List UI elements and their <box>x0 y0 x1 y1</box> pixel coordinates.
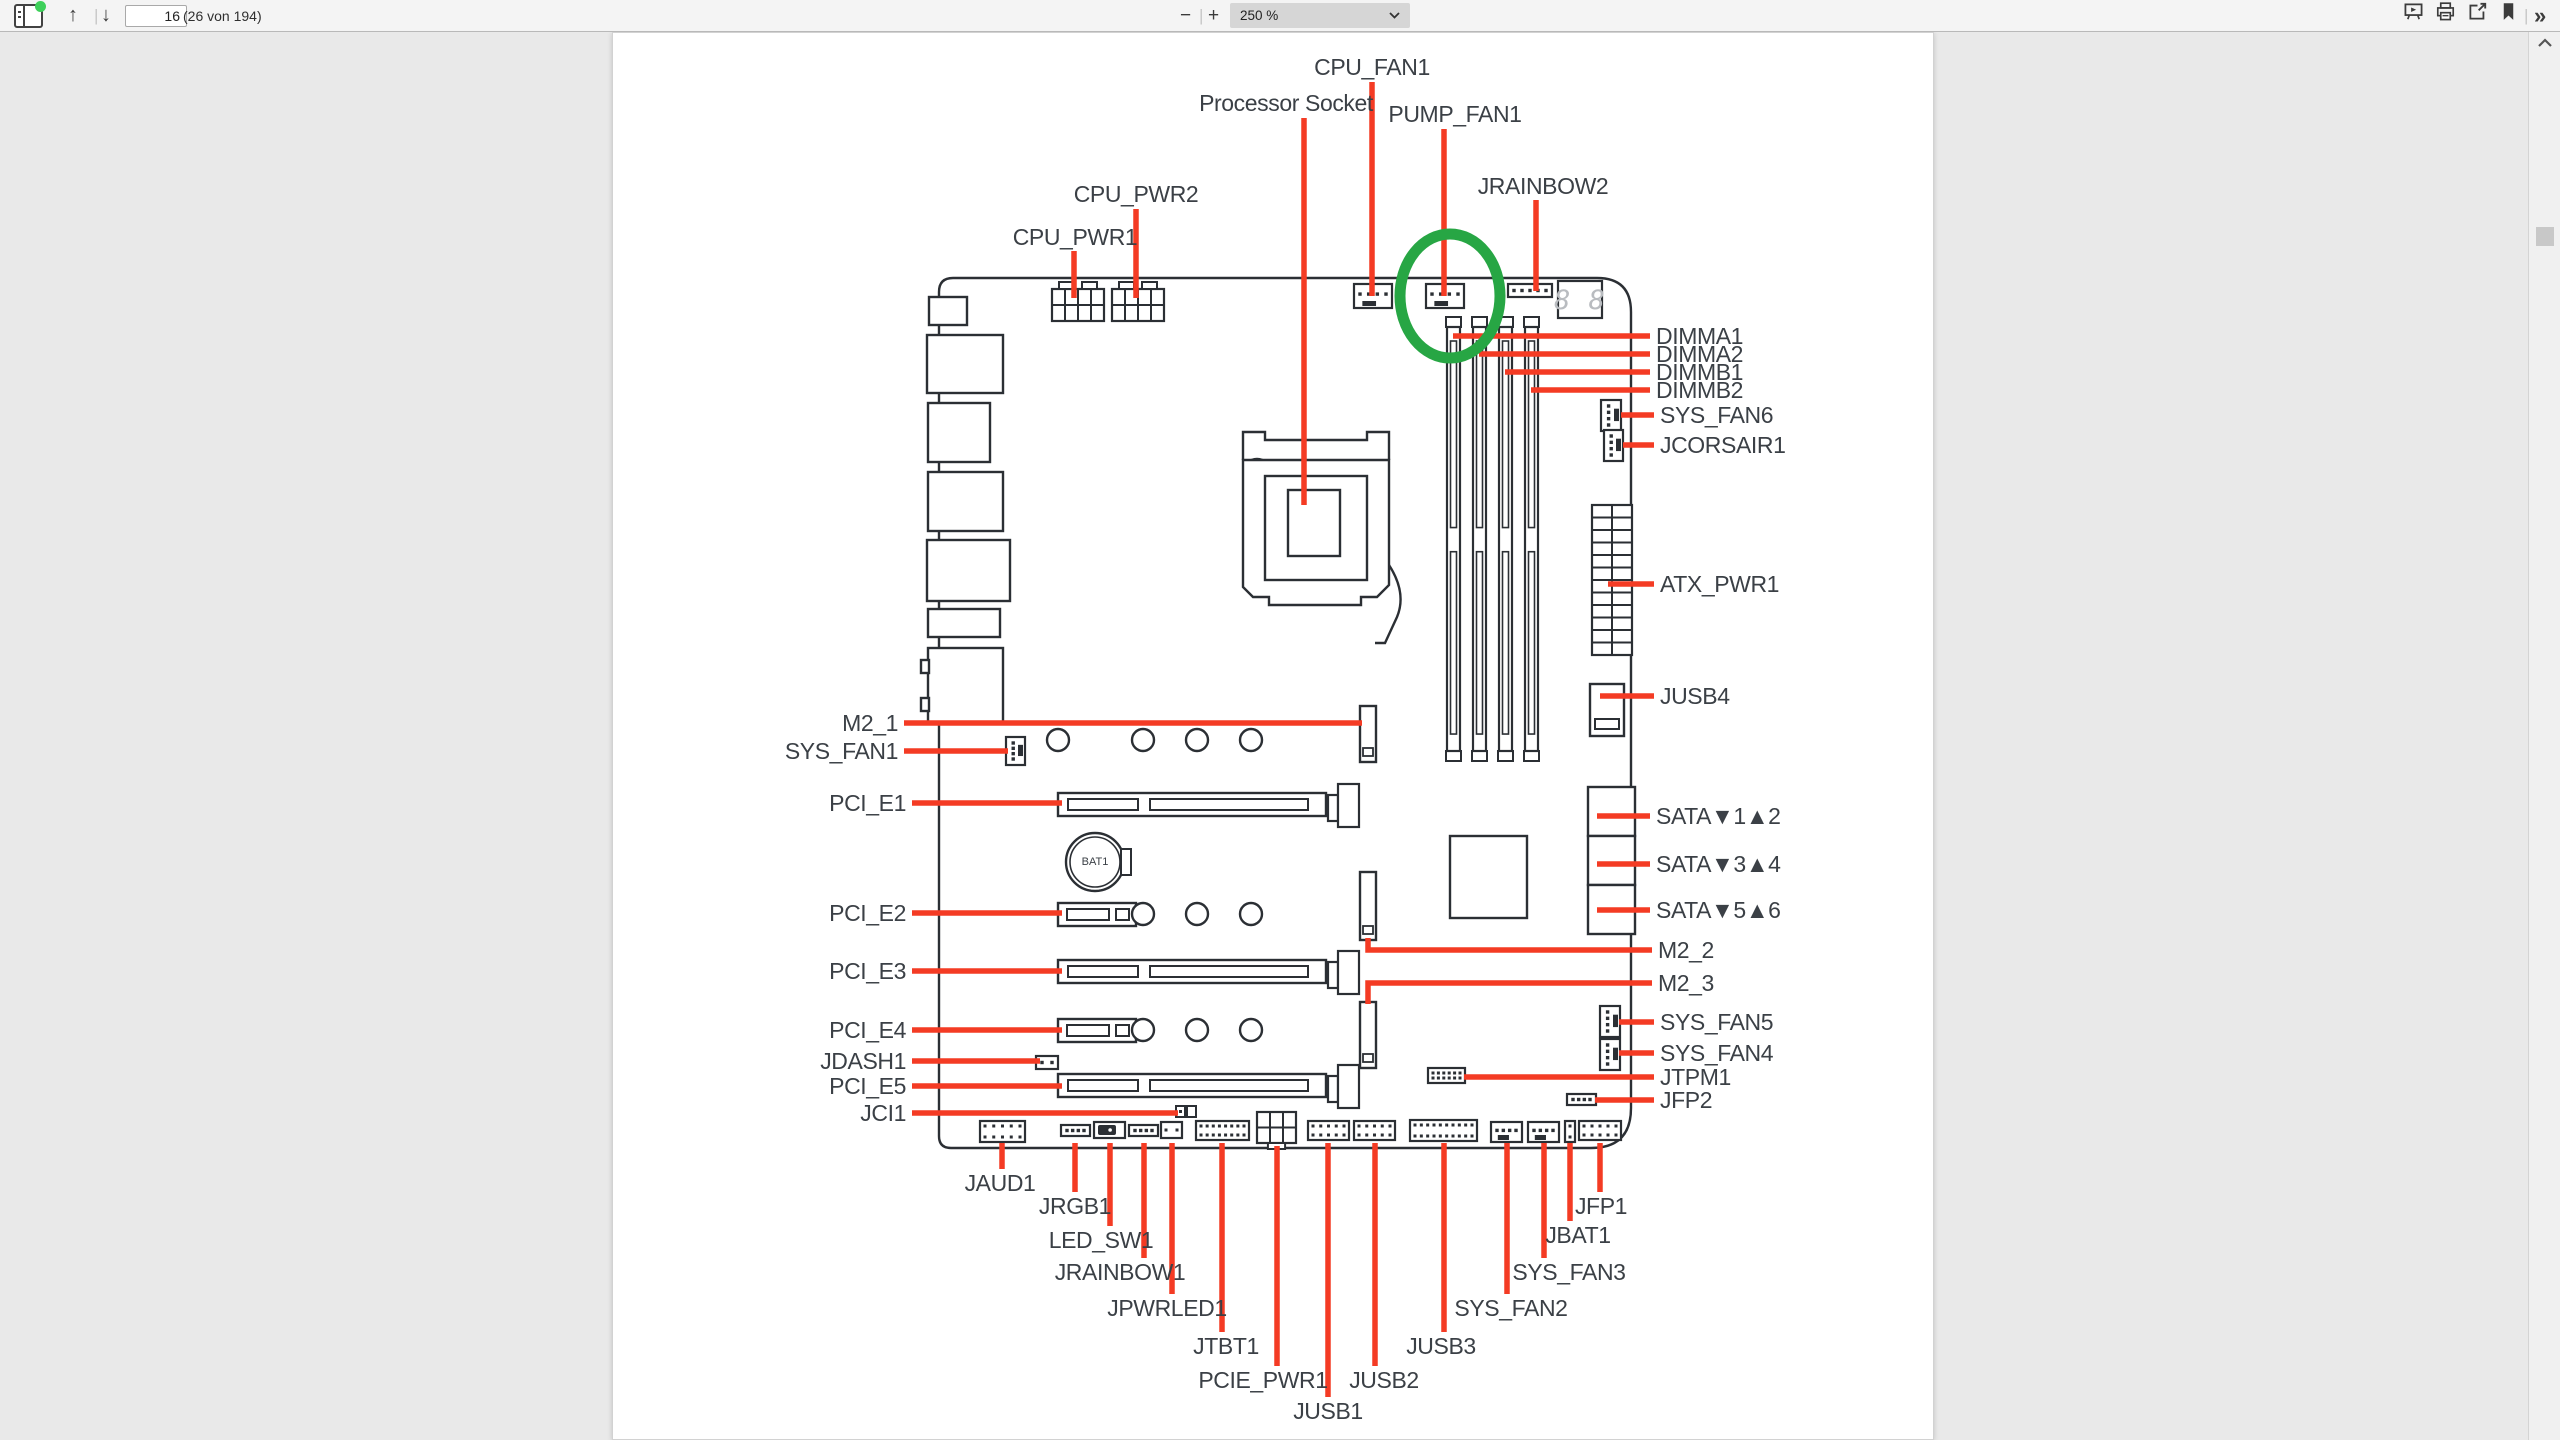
page-count-label: (26 von 194) <box>183 7 262 24</box>
print-button[interactable] <box>2434 0 2456 22</box>
pdf-page[interactable] <box>612 32 1934 1440</box>
page-number-input[interactable] <box>125 4 187 27</box>
previous-page-button[interactable]: ↑ <box>68 4 78 26</box>
toolbar-separator: | <box>1199 5 1204 25</box>
bookmark-button[interactable] <box>2497 0 2519 22</box>
printer-icon <box>2436 1 2454 20</box>
zoom-out-button[interactable]: − <box>1180 4 1192 26</box>
sidebar-toggle-button[interactable] <box>14 0 46 31</box>
zoom-level-value: 250 % <box>1240 8 1279 23</box>
sidebar-badge <box>35 0 46 12</box>
scroll-up-icon[interactable] <box>2536 36 2554 50</box>
sidebar-icon <box>14 0 46 28</box>
next-page-button[interactable]: ↓ <box>101 4 111 26</box>
zoom-in-button[interactable]: + <box>1208 4 1220 26</box>
toolbar: ↑ | ↓ (26 von 194) − | + 250 % <box>0 0 2560 32</box>
save-export-button[interactable] <box>2466 0 2488 22</box>
toolbar-separator: | <box>94 5 99 25</box>
overflow-menu-button[interactable]: » <box>2534 2 2547 28</box>
zoom-level-select[interactable]: 250 % <box>1230 3 1410 28</box>
scrollbar-thumb[interactable] <box>2536 227 2554 246</box>
bookmark-icon <box>2503 2 2513 20</box>
presentation-icon <box>2404 2 2422 20</box>
presentation-mode-button[interactable] <box>2402 0 2424 22</box>
toolbar-separator: | <box>2524 5 2529 25</box>
vertical-scrollbar[interactable] <box>2528 32 2560 1440</box>
chevron-down-icon <box>1389 12 1400 19</box>
save-icon <box>2468 2 2486 20</box>
document-canvas[interactable] <box>0 32 2528 1440</box>
